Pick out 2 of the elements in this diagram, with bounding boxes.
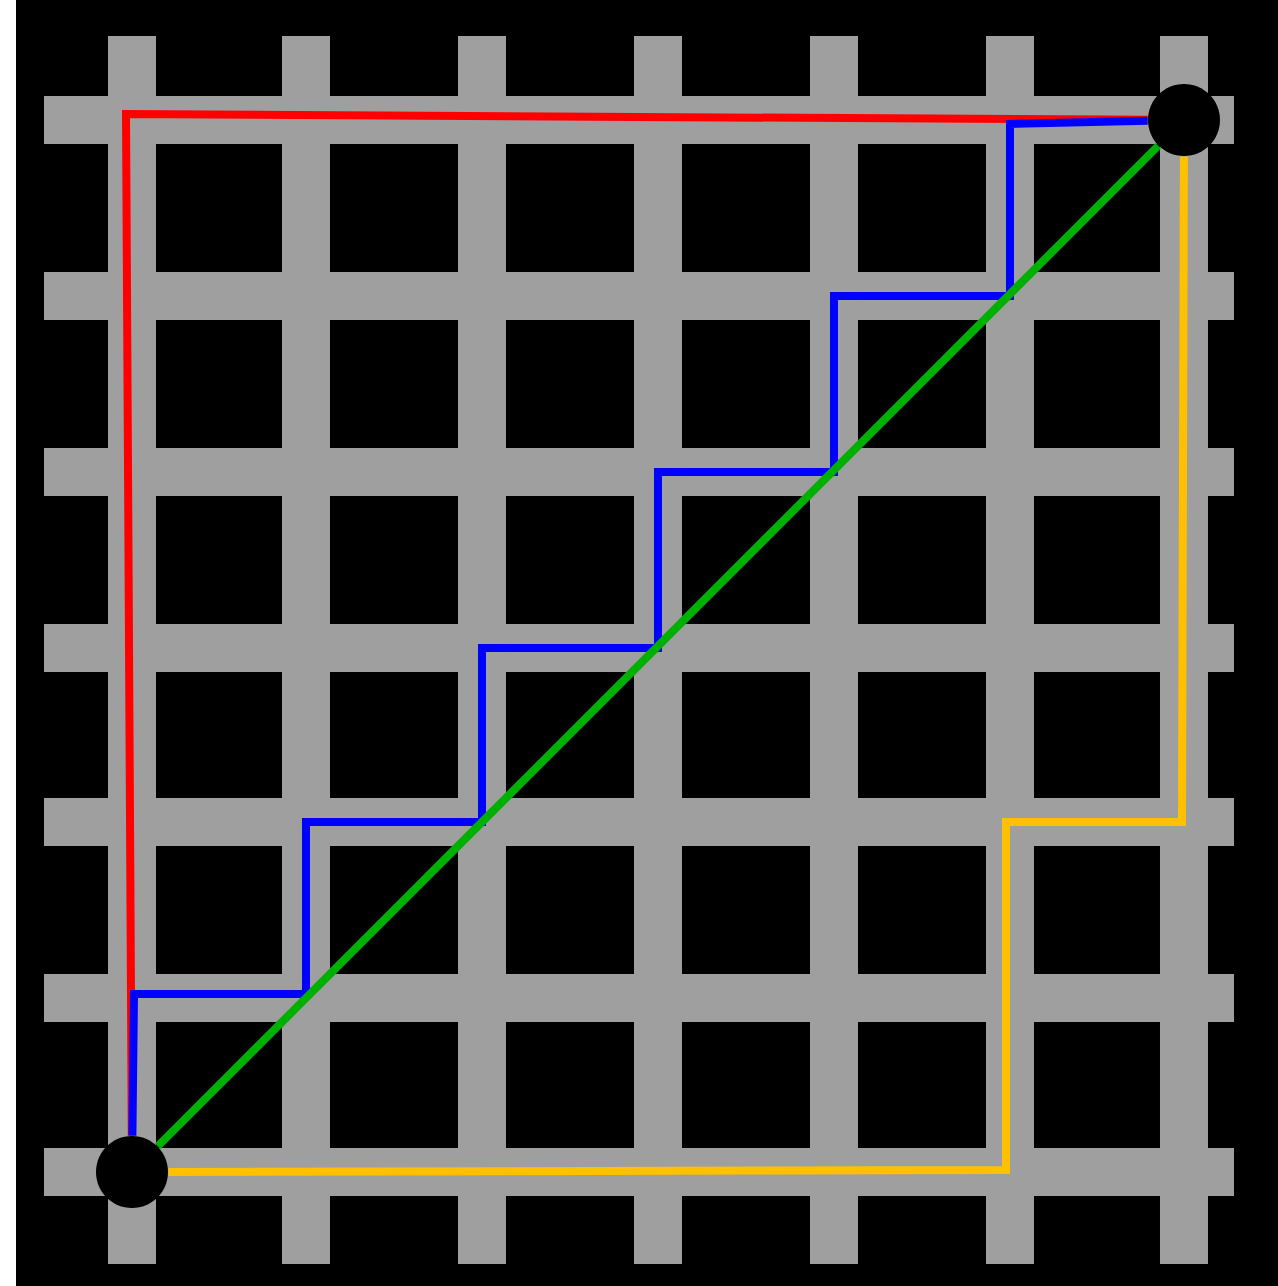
endpoint-dot	[96, 1136, 168, 1208]
endpoint-dot	[1148, 84, 1220, 156]
